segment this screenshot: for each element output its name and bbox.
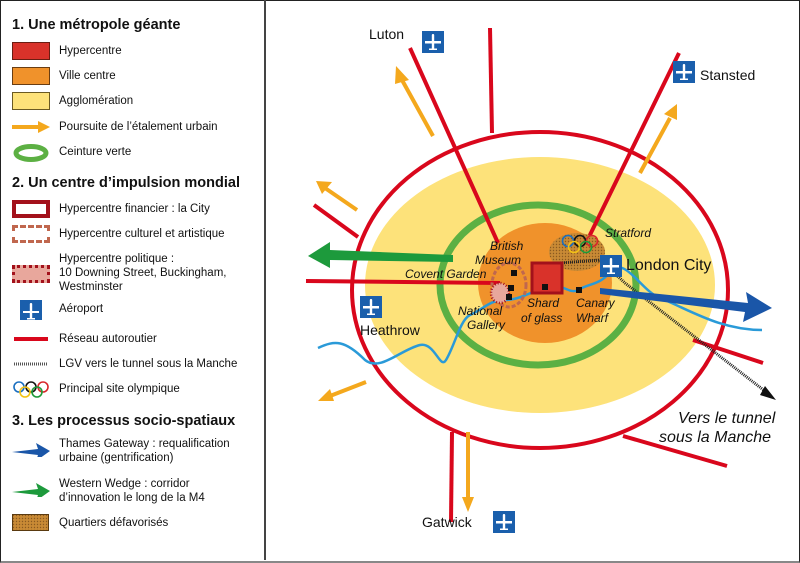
agglomeration-swatch (12, 92, 50, 112)
m25-ring (350, 130, 730, 450)
sprawl-arrow-ne (638, 117, 672, 174)
financial-box-icon (12, 200, 50, 220)
legend-label: Principal site olympique (59, 383, 180, 395)
motorway-luton (408, 47, 500, 244)
green-arrow-icon (12, 483, 50, 497)
legend-label: Hypercentre culturel et artistique (59, 228, 225, 240)
legend-label: Ville centre (59, 70, 116, 82)
legend-section-title-2: 2. Un centre d’impulsion mondial (12, 175, 240, 191)
western-wedge-arrow (308, 242, 453, 268)
green-belt-ring (436, 201, 640, 369)
sprawl-arrows (316, 66, 677, 512)
legend-label: Hypercentre financier : la City (59, 203, 210, 215)
airport-label-luton: Luton (369, 26, 404, 42)
airport-stansted-icon[interactable] (673, 61, 695, 83)
legend-item-western-wedge: Western Wedge : corridor d’innovation le… (12, 477, 262, 509)
label-tunnel-1: Vers le tunnel (678, 410, 776, 427)
sprawl-arrow-sw (329, 380, 367, 398)
legend-label: Western Wedge : corridor (59, 478, 190, 490)
legend-label: Poursuite de l’étalement urbain (59, 121, 218, 133)
legend-label: d’innovation le long de la M4 (59, 492, 205, 504)
cultural-centre-zone (490, 261, 528, 309)
legend-item-airport: Aéroport (12, 300, 262, 322)
label-british-museum-2: Museum (475, 253, 521, 267)
legend-item-olympic: Principal site olympique (12, 380, 262, 402)
label-british-museum-1: British (490, 239, 524, 253)
legend-item-motorway: Réseau autoroutier (12, 330, 262, 352)
green-ring-icon (13, 144, 49, 162)
label-national-gallery-2: Gallery (467, 318, 506, 332)
legend-section-title-3: 3. Les processus socio-spatiaux (12, 413, 236, 429)
airport-label-heathrow: Heathrow (360, 322, 421, 338)
legend-item-agglomeration: Agglomération (12, 92, 262, 114)
legend-item-ville-centre: Ville centre (12, 67, 262, 89)
cultural-dashed-box-icon (12, 225, 50, 245)
sprawl-arrow-nw (323, 186, 359, 212)
motorway-line-icon (14, 337, 48, 341)
legend-label: urbaine (gentrification) (59, 452, 174, 464)
legend-item-thames-gateway: Thames Gateway : requalification urbaine… (12, 437, 262, 469)
hypercentre-swatch (12, 42, 50, 62)
legend-label: Ceinture verte (59, 146, 132, 158)
sprawl-arrow-north (400, 79, 435, 137)
legend-label: Agglomération (59, 95, 134, 107)
legend-label: Réseau autoroutier (59, 333, 157, 345)
legend-label: Thames Gateway : requalification (59, 438, 230, 450)
legend-panel: 1. Une métropole géante Hypercentre Vill… (0, 0, 266, 560)
label-tunnel-2: sous la Manche (659, 429, 771, 446)
legend-item-green-belt: Ceinture verte (12, 143, 262, 165)
legend-item-financial: Hypercentre financier : la City (12, 200, 262, 222)
airport-heathrow-icon[interactable] (360, 296, 382, 318)
label-canary-wharf-2: Wharf (576, 311, 610, 325)
legend-item-cultural: Hypercentre culturel et artistique (12, 225, 262, 247)
orange-arrow-icon (12, 121, 50, 133)
label-national-gallery-1: National (458, 304, 502, 318)
label-shard-2: of glass (521, 311, 562, 325)
label-covent-garden: Covent Garden (405, 267, 487, 281)
label-canary-wharf-1: Canary (576, 296, 616, 310)
legend-label: Westminster (59, 281, 123, 293)
legend-label: 10 Downing Street, Buckingham, (59, 267, 227, 279)
legend-label: Aéroport (59, 303, 104, 315)
airport-label-london-city: London City (626, 257, 711, 274)
legend-label: LGV vers le tunnel sous la Manche (59, 358, 238, 370)
legend-section-title-1: 1. Une métropole géante (12, 17, 181, 33)
rail-line-icon (14, 362, 48, 366)
legend-item-rail: LGV vers le tunnel sous la Manche (12, 355, 262, 377)
airport-icon (20, 300, 42, 320)
airport-gatwick-icon[interactable] (493, 511, 515, 533)
airport-london-city-icon[interactable] (600, 255, 622, 277)
legend-label: Quartiers défavorisés (59, 517, 169, 529)
political-centre-zone (489, 281, 511, 305)
landmark-markers (506, 270, 582, 300)
motorway-m4 (305, 279, 501, 285)
legend-label: Hypercentre (59, 45, 122, 57)
motorway-stansted (584, 52, 681, 244)
motorway-gatwick (449, 431, 454, 523)
thames-gateway-arrow (600, 288, 772, 322)
airport-luton-icon[interactable] (422, 31, 444, 53)
blue-arrow-icon (12, 443, 50, 457)
legend-item-sprawl: Poursuite de l’étalement urbain (12, 118, 262, 140)
london-map: Luton Stansted Heathrow Gatwick London C… (305, 26, 776, 533)
olympic-rings-icon (13, 381, 49, 398)
olympic-site-icon (561, 234, 599, 254)
label-stratford: Stratford (605, 226, 651, 240)
political-dotted-box-icon (12, 265, 50, 285)
deprived-hatch-swatch (12, 514, 49, 531)
lgv-rail-line (559, 258, 771, 397)
legend-label: Hypercentre politique : (59, 253, 175, 265)
legend-item-hypercentre: Hypercentre (12, 42, 262, 64)
legend-item-deprived: Quartiers défavorisés (12, 514, 262, 536)
airport-label-stansted: Stansted (700, 67, 755, 83)
rail-arrowhead (760, 386, 776, 400)
label-shard-1: Shard (527, 296, 559, 310)
ville-centre-swatch (12, 67, 50, 87)
legend-item-political: Hypercentre politique : 10 Downing Stree… (12, 252, 262, 296)
airport-label-gatwick: Gatwick (422, 514, 473, 530)
